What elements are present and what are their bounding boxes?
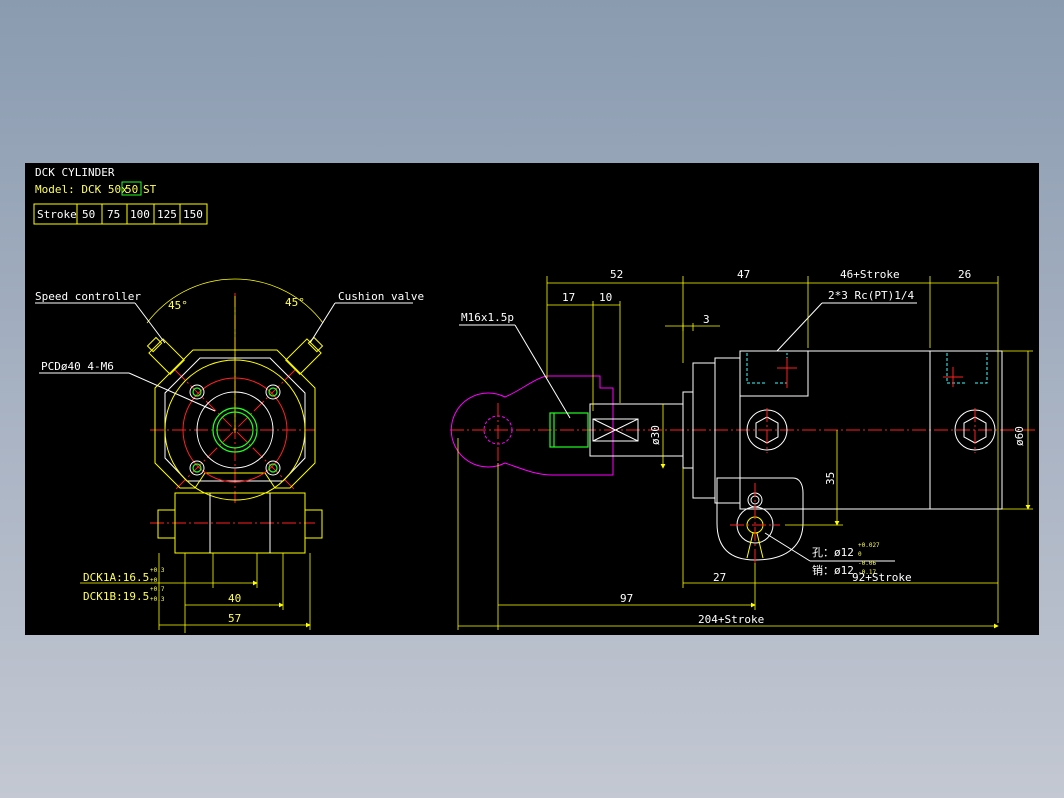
front-view: 52 47 46+Stroke 26 17 10 3 2*3 Rc(PT)1/4… — [450, 268, 1035, 630]
stroke-option: 50 — [82, 208, 95, 221]
dim-27: 27 — [713, 571, 726, 584]
stroke-option: 100 — [130, 208, 150, 221]
cad-drawing-canvas: DCK CYLINDER Model: DCK 50x 50 ST Stroke… — [25, 163, 1039, 635]
stroke-option: 75 — [107, 208, 120, 221]
center-bore — [212, 407, 258, 453]
dim-97: 97 — [620, 592, 633, 605]
dim-40: 40 — [228, 592, 241, 605]
model-prefix: Model: DCK 50x — [35, 183, 128, 196]
pcd-circle — [182, 377, 288, 483]
stroke-option: 125 — [157, 208, 177, 221]
rod-end-clevis — [450, 375, 614, 476]
dim-10: 10 — [599, 291, 612, 304]
dim-92-stroke: 92+Stroke — [852, 571, 912, 584]
title-block: DCK CYLINDER Model: DCK 50x 50 ST Stroke… — [33, 166, 208, 225]
dim-26: 26 — [958, 268, 971, 281]
speed-controller-label: Speed controller — [35, 290, 141, 303]
thread-label: M16x1.5p — [461, 311, 514, 324]
cushion-valve — [285, 336, 324, 375]
dim-46-stroke: 46+Stroke — [840, 268, 900, 281]
dim-57: 57 — [228, 612, 241, 625]
dim-35: 35 — [824, 472, 837, 485]
drawing-title: DCK CYLINDER — [35, 166, 115, 179]
thread-bore — [549, 412, 589, 448]
port-label: 2*3 Rc(PT)1/4 — [828, 289, 914, 302]
angle-right-label: 45° — [285, 296, 305, 309]
stroke-header: Stroke — [37, 208, 77, 221]
pin-tol-lower: -0.17 — [858, 569, 876, 576]
pcd-label: PCDø40 4-M6 — [41, 360, 114, 373]
dim-47: 47 — [737, 268, 750, 281]
pin-label: 销：ø12 — [812, 563, 854, 577]
dck1a-tol-lower: +0 — [150, 577, 158, 584]
dim-3: 3 — [703, 313, 710, 326]
side-view: Speed controller Cushion valve 45° 45° P… — [35, 278, 424, 633]
dck1b-tol-lower: +0.3 — [150, 596, 165, 603]
dia-60: ø60 — [1013, 426, 1026, 446]
dia-30: ø30 — [649, 425, 662, 445]
model-stroke: 50 — [125, 183, 138, 196]
hole-tol-lower: 0 — [858, 551, 862, 558]
dim-17: 17 — [562, 291, 575, 304]
angle-arc — [146, 278, 324, 324]
trunnion — [716, 477, 804, 561]
dim-204-stroke: 204+Stroke — [698, 613, 764, 626]
dck1a-tol-upper: +0.3 — [150, 567, 165, 574]
stroke-table: Stroke 50 75 100 125 150 — [33, 203, 208, 225]
stroke-option: 150 — [183, 208, 203, 221]
dck1b-tol-upper: +0.7 — [150, 586, 165, 593]
angle-left-label: 45° — [168, 299, 188, 312]
dck1a-label: DCK1A:16.5 — [83, 571, 149, 584]
rear-cap — [929, 350, 1003, 510]
model-suffix: ST — [143, 183, 157, 196]
cad-drawing: DCK CYLINDER Model: DCK 50x 50 ST Stroke… — [33, 166, 1035, 633]
port-rear — [946, 353, 988, 384]
speed-controller-valve — [146, 336, 185, 375]
cushion-valve-label: Cushion valve — [338, 290, 424, 303]
hole-label: 孔：ø12 — [812, 546, 854, 559]
dim-52: 52 — [610, 268, 623, 281]
dck1b-label: DCK1B:19.5 — [83, 590, 149, 603]
pin-tol-upper: -0.06 — [858, 560, 876, 567]
hole-tol-upper: +0.027 — [858, 542, 880, 549]
model-stroke-box — [121, 181, 142, 196]
